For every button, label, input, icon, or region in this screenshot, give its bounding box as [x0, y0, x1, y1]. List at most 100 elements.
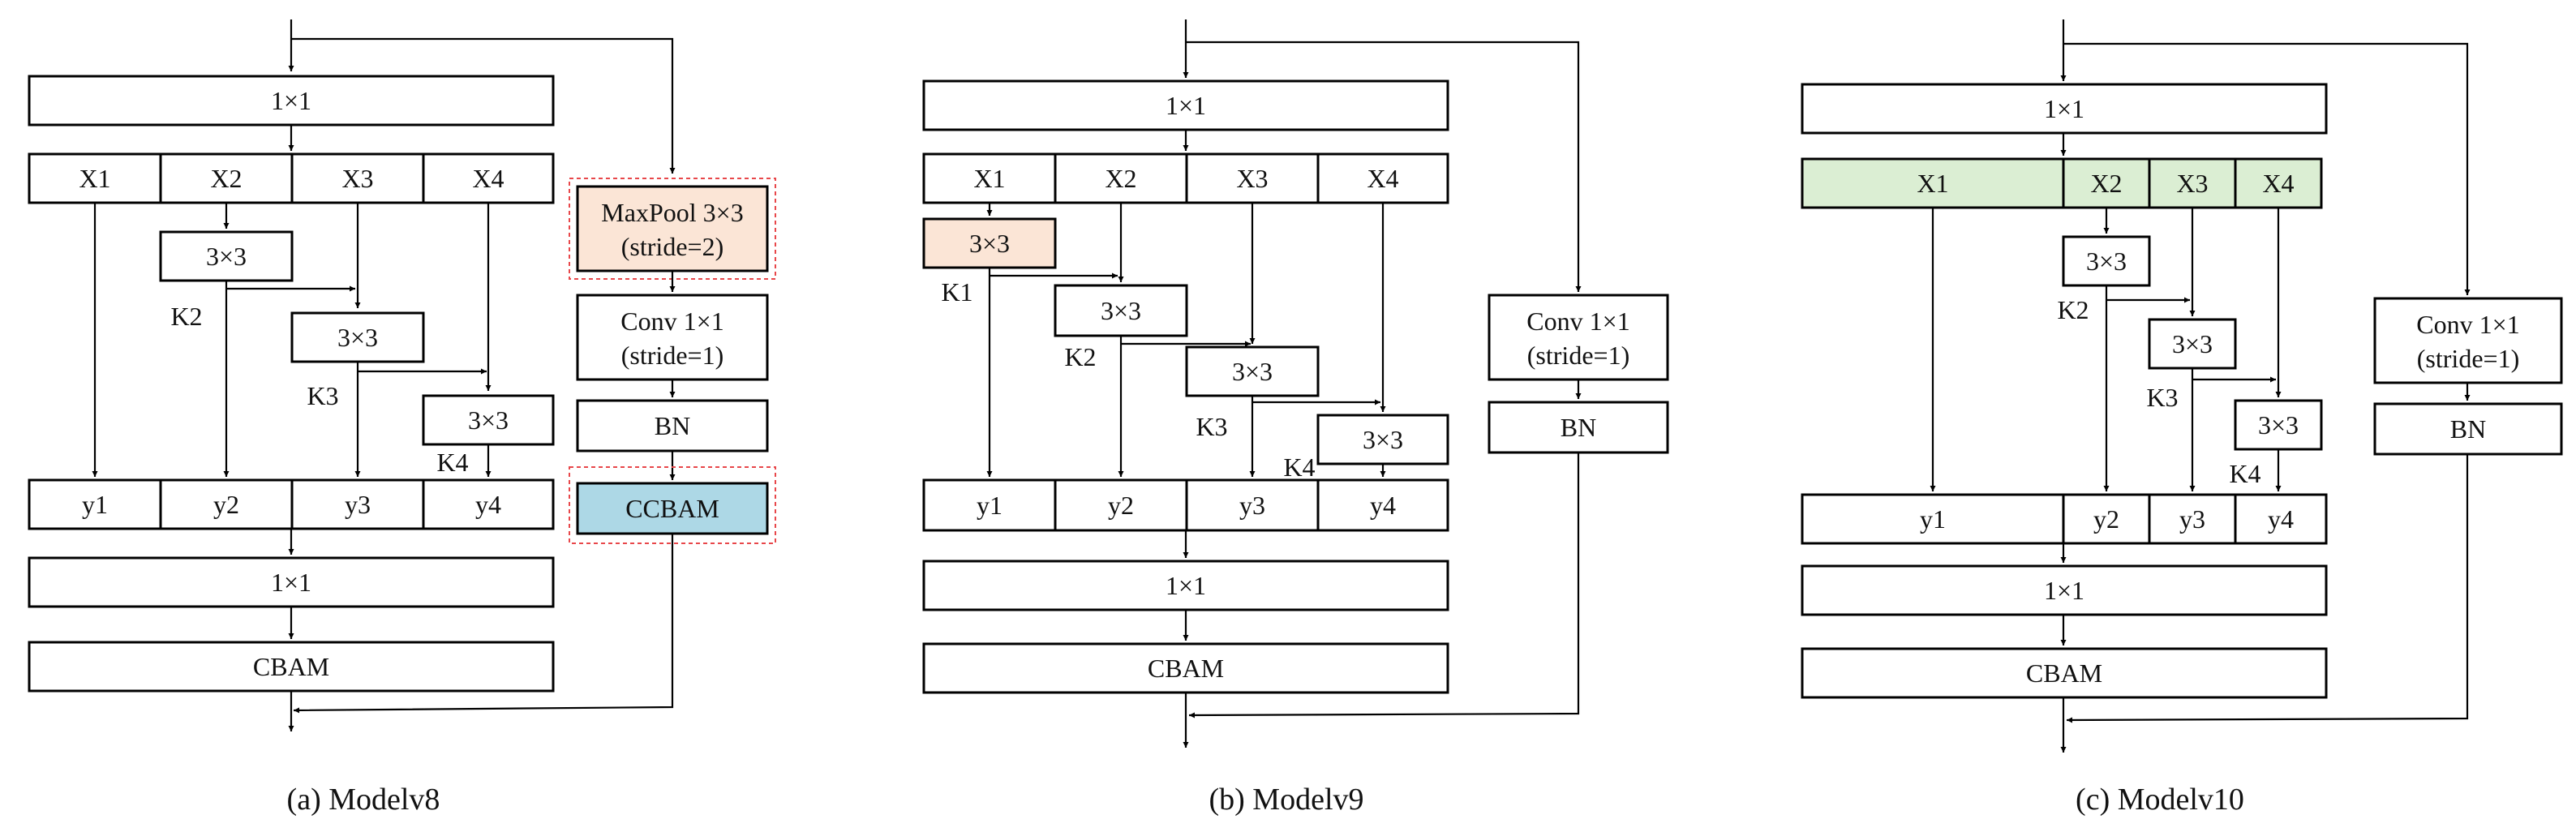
conv3x3-box-3 [2234, 399, 2323, 451]
output-box-y4 [2234, 493, 2328, 545]
shortcut-conv-box [2373, 297, 2563, 384]
output-label-y1: y1 [82, 490, 108, 519]
conv1x1-top-label: 1×1 [1166, 91, 1206, 120]
split-box-x2 [1054, 152, 1188, 204]
conv3x3-label-3: 3×3 [2258, 410, 2299, 440]
cbam-label: CBAM [1148, 654, 1224, 683]
cbam-label: CBAM [2026, 658, 2102, 688]
output-label-y3: y3 [2179, 504, 2205, 534]
k-label-k3: K3 [1196, 412, 1227, 441]
output-label-y2: y2 [1108, 491, 1134, 520]
conv3x3-box-2 [290, 311, 425, 363]
shortcut-conv-label-line1: Conv 1×1 [1526, 307, 1629, 336]
caption-modelv10: (c) Modelv10 [2076, 783, 2244, 817]
k-label-k4: K4 [436, 448, 468, 477]
shortcut-bn-box [1488, 401, 1669, 454]
shortcut-conv-label-line2: (stride=1) [1527, 341, 1629, 370]
split-box-x4 [1316, 152, 1449, 204]
output-label-y3: y3 [1239, 491, 1265, 520]
conv3x3-label-4: 3×3 [1363, 425, 1403, 454]
split-label-x1: X1 [973, 164, 1005, 193]
conv1x1-bottom-label: 1×1 [2044, 576, 2084, 605]
output-label-y1: y1 [977, 491, 1002, 520]
output-box-y4 [1316, 478, 1449, 532]
conv1x1-top-label: 1×1 [271, 86, 311, 115]
k-label-k2: K2 [170, 302, 202, 331]
split-box-x3 [2148, 157, 2237, 209]
output-label-y4: y4 [1370, 491, 1396, 520]
split-label-x3: X3 [341, 164, 373, 193]
k-label-k3: K3 [2146, 383, 2178, 412]
conv3x3-box-1 [2062, 235, 2151, 287]
split-label-x1: X1 [79, 164, 110, 193]
k-label-k4: K4 [1283, 452, 1315, 482]
output-box-y1 [922, 478, 1057, 532]
conv3x3-box-1 [922, 217, 1057, 269]
split-label-x3: X3 [2176, 169, 2208, 198]
split-label-x4: X4 [2262, 169, 2294, 198]
output-label-y3: y3 [345, 490, 371, 519]
caption-modelv8: (a) Modelv8 [287, 783, 440, 817]
conv3x3-label-2: 3×3 [337, 323, 378, 352]
conv1x1-bottom-box [1801, 564, 2328, 616]
shortcut-conv-label-line2: (stride=1) [2417, 344, 2519, 373]
conv1x1-top-box [28, 75, 555, 127]
conv3x3-box-1 [159, 230, 294, 282]
conv1x1-top-label: 1×1 [2044, 94, 2084, 123]
caption-modelv9: (b) Modelv9 [1209, 783, 1363, 817]
shortcut-bn-box [576, 399, 769, 452]
split-label-x3: X3 [1236, 164, 1268, 193]
shortcut-bn-label: BN [655, 411, 690, 440]
output-box-y2 [1054, 478, 1188, 532]
split-label-x1: X1 [1917, 169, 1948, 198]
conv1x1-top-box [922, 79, 1449, 131]
k-label-k1: K1 [941, 277, 972, 307]
conv3x3-label-2: 3×3 [1101, 296, 1141, 325]
output-box-y1 [28, 478, 162, 530]
ccbam-box [576, 482, 769, 535]
conv3x3-box-4 [1316, 414, 1449, 465]
output-label-y2: y2 [2093, 504, 2119, 534]
split-box-x1 [1801, 157, 2065, 209]
maxpool-label-line2: (stride=2) [621, 232, 723, 261]
output-box-y2 [2062, 493, 2151, 545]
panel-modelv10: 1×1 X1 X2 X3 X4 3×3 3×3 3×3 K2 K3 K4 y1 … [1801, 19, 2563, 817]
k-label-k4: K4 [2229, 459, 2260, 488]
shortcut-conv-label-line1: Conv 1×1 [2416, 310, 2519, 339]
output-box-y1 [1801, 493, 2065, 545]
k-label-k2: K2 [2057, 295, 2089, 324]
shortcut-bn-label: BN [1561, 413, 1596, 442]
ccbam-label: CCBAM [625, 494, 719, 523]
shortcut-conv-label-line1: Conv 1×1 [620, 307, 723, 336]
shortcut-conv-label-line2: (stride=1) [621, 341, 723, 370]
conv3x3-box-3 [422, 394, 555, 446]
conv3x3-label-2: 3×3 [2172, 329, 2213, 358]
conv3x3-label-1: 3×3 [2086, 247, 2127, 276]
panel-modelv8: 1×1 X1 X2 X3 X4 3×3 3×3 3×3 K2 K3 K4 [28, 19, 776, 817]
conv3x3-label-1: 3×3 [206, 242, 247, 271]
maxpool-box [576, 185, 769, 272]
output-box-y3 [2148, 493, 2237, 545]
output-label-y4: y4 [475, 490, 501, 519]
split-label-x2: X2 [210, 164, 242, 193]
split-label-x4: X4 [472, 164, 504, 193]
cbam-box [28, 641, 555, 693]
output-box-y4 [422, 478, 555, 530]
conv1x1-bottom-label: 1×1 [271, 568, 311, 597]
shortcut-conv-box [576, 294, 769, 381]
maxpool-label-line1: MaxPool 3×3 [601, 198, 743, 227]
ccbam-highlight-outline [569, 466, 776, 544]
output-label-y2: y2 [213, 490, 239, 519]
split-label-x2: X2 [1105, 164, 1136, 193]
conv3x3-box-3 [1185, 345, 1320, 397]
cbam-label: CBAM [253, 652, 329, 681]
conv3x3-box-2 [2148, 318, 2237, 370]
split-box-x2 [2062, 157, 2151, 209]
split-label-x4: X4 [1367, 164, 1398, 193]
k-label-k3: K3 [307, 381, 338, 410]
output-box-y2 [159, 478, 294, 530]
conv3x3-label-3: 3×3 [1232, 357, 1273, 386]
conv3x3-label-1: 3×3 [969, 229, 1010, 258]
split-box-x3 [1185, 152, 1320, 204]
